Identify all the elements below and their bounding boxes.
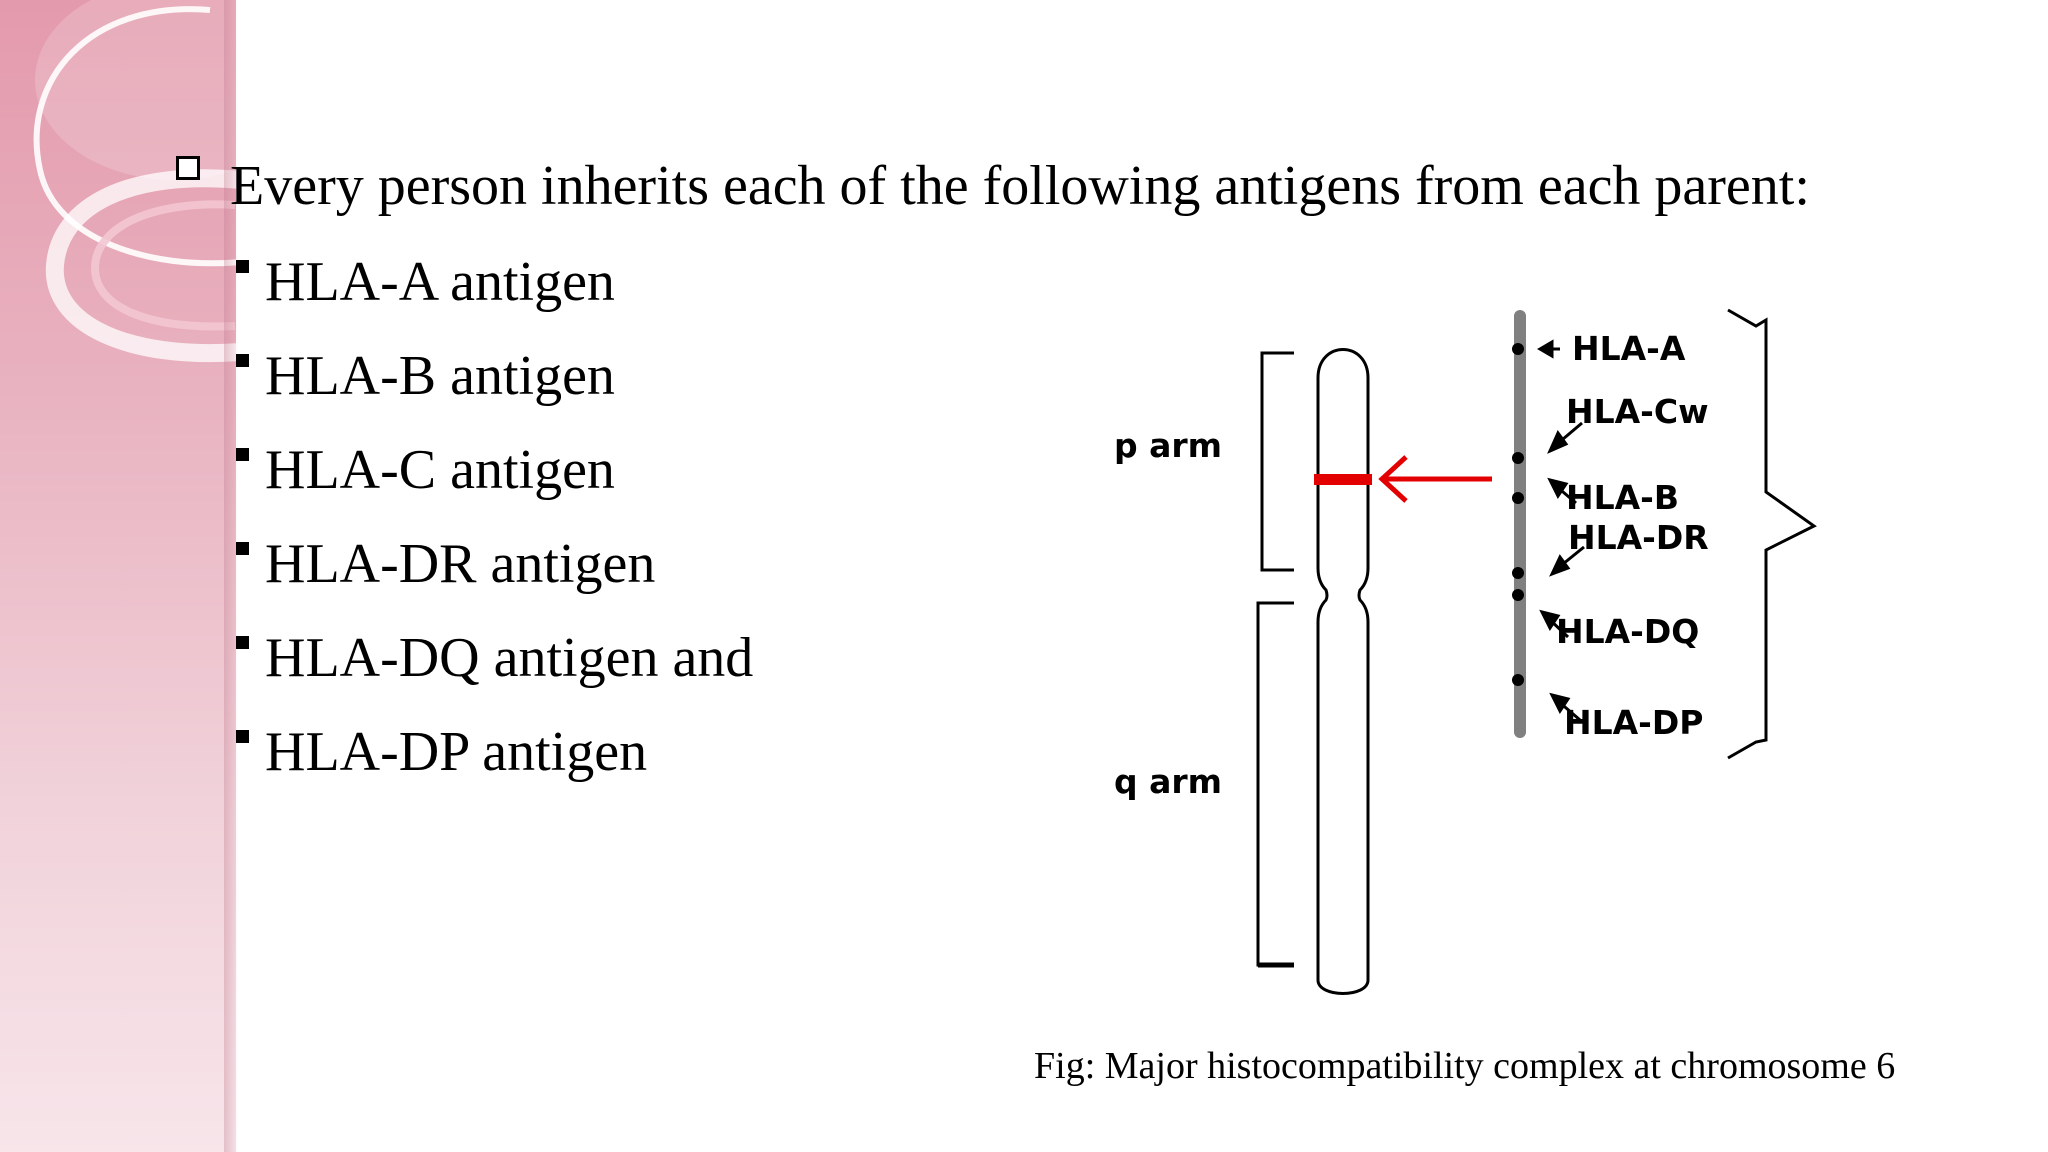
decorative-side-panel — [0, 0, 236, 1152]
list-item: HLA-A antigen — [236, 248, 753, 342]
list-item: HLA-DR antigen — [236, 530, 753, 624]
gene-label: HLA-Cw — [1566, 392, 1709, 431]
p-arm-bracket — [1260, 351, 1294, 572]
q-arm-bracket — [1256, 601, 1294, 967]
square-bullet-icon — [236, 260, 249, 273]
gene-label: HLA-B — [1566, 478, 1679, 517]
gene-label: HLA-A — [1572, 329, 1686, 368]
antigen-label: HLA-DR antigen — [265, 533, 656, 595]
gene-label: HLA-DQ — [1556, 612, 1699, 651]
antigen-label: HLA-C antigen — [265, 439, 615, 501]
antigen-list: HLA-A antigen HLA-B antigen HLA-C antige… — [236, 248, 753, 812]
antigen-label: HLA-DP antigen — [265, 721, 648, 783]
gene-label: HLA-DR — [1568, 518, 1709, 557]
antigen-label: HLA-A antigen — [265, 251, 615, 313]
gene-pointer-arrows — [1537, 339, 1585, 722]
square-bullet-icon — [236, 354, 249, 367]
square-bullet-icon — [236, 636, 249, 649]
chromosome-figure: p arm q arm — [1100, 290, 1860, 1010]
chromosome-outline — [1316, 348, 1370, 995]
gene-locus-dots — [1512, 343, 1524, 686]
antigen-label: HLA-DQ antigen and — [265, 627, 754, 689]
square-bullet-icon — [236, 448, 249, 461]
list-item: HLA-DQ antigen and — [236, 624, 753, 718]
antigen-label: HLA-B antigen — [265, 345, 615, 407]
main-bullet: Every person inherits each of the follow… — [176, 152, 1810, 220]
checkbox-bullet-icon — [176, 156, 206, 186]
decorative-swirl-icon — [33, 0, 236, 363]
mhc-band — [1314, 474, 1372, 485]
figure-caption: Fig: Major histocompatibility complex at… — [1034, 1045, 1896, 1087]
p-arm-label: p arm — [1114, 426, 1222, 465]
list-item: HLA-B antigen — [236, 342, 753, 436]
list-item: HLA-C antigen — [236, 436, 753, 530]
right-brace — [1727, 308, 1817, 760]
list-item: HLA-DP antigen — [236, 718, 753, 812]
q-arm-label: q arm — [1114, 762, 1222, 801]
square-bullet-icon — [236, 730, 249, 743]
gene-label: HLA-DP — [1564, 703, 1703, 742]
main-bullet-text: Every person inherits each of the follow… — [230, 155, 1810, 217]
red-arrow-icon — [1378, 455, 1492, 503]
side-panel-shadow — [224, 0, 238, 1152]
square-bullet-icon — [236, 542, 249, 555]
chromosome-diagram: p arm q arm — [1114, 308, 1817, 995]
